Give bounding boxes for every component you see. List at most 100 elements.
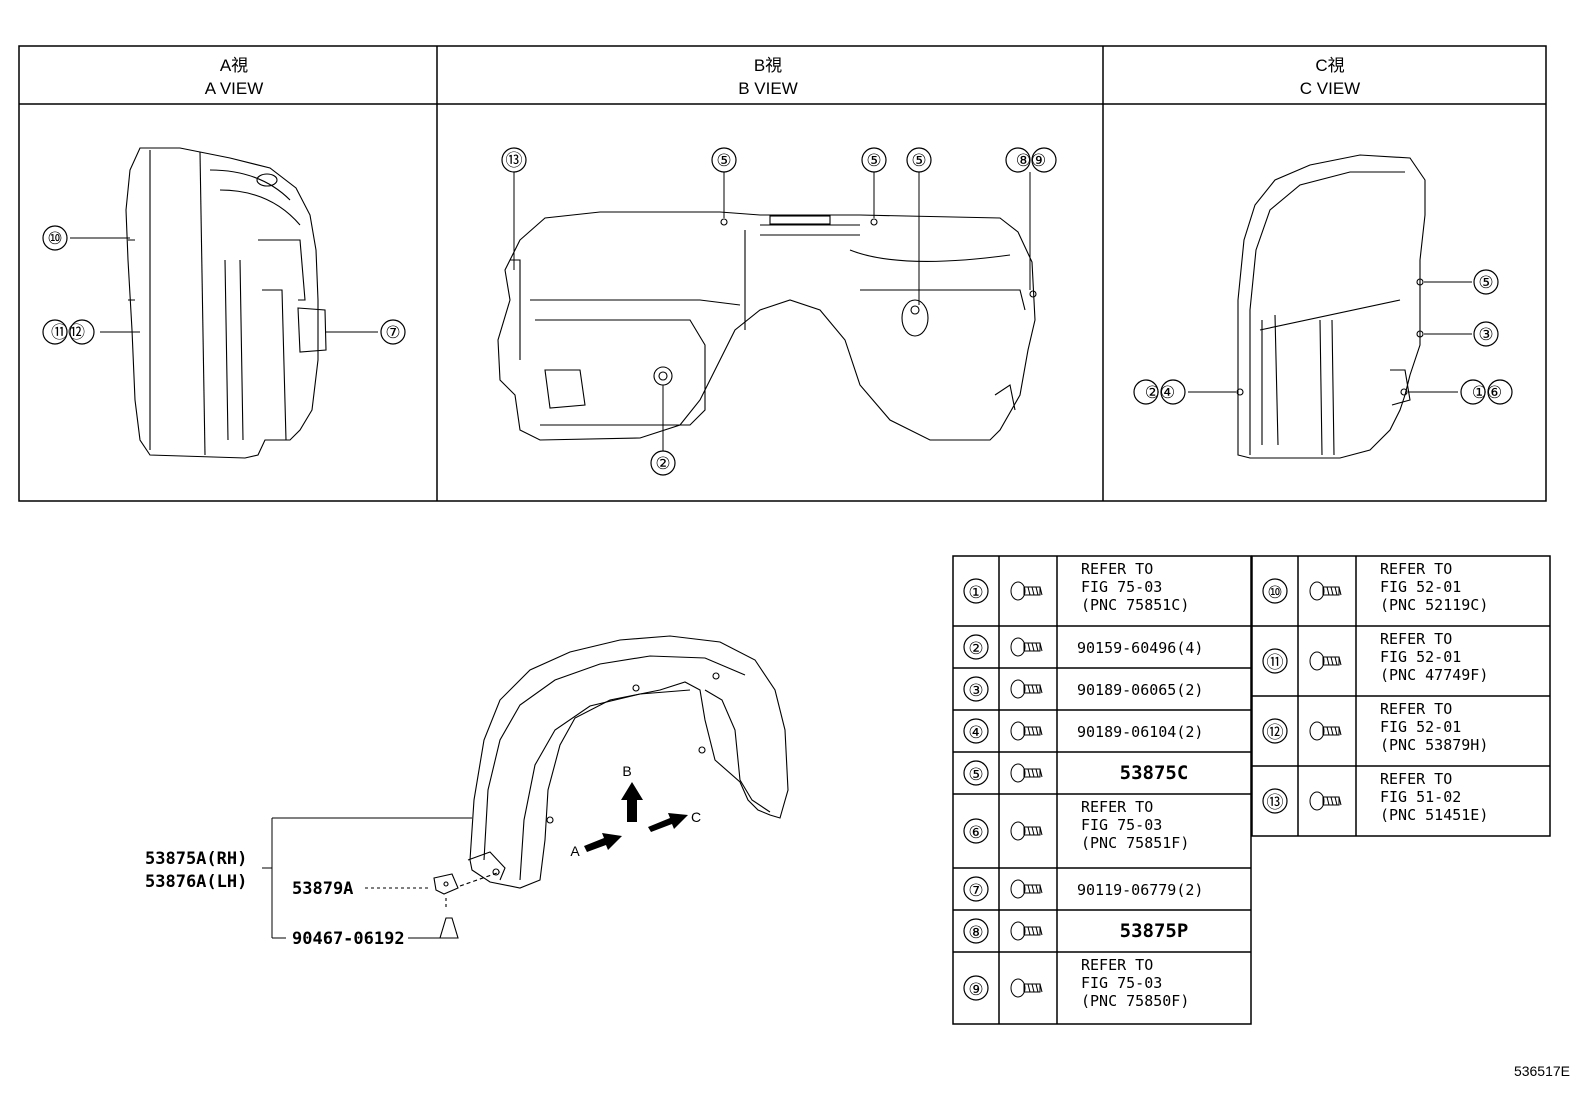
fender-liner-drawing xyxy=(467,635,789,889)
parts-table-reference-line: FIG 52-01 xyxy=(1380,718,1461,736)
parts-table-row-left-4: ⑤ 53875C xyxy=(953,751,1251,786)
parts-table-row-left-6: ⑦ 90119-06779(2) xyxy=(953,867,1251,902)
parts-table-num-circle xyxy=(963,876,989,902)
parts-table-reference-line: (PNC 75851F) xyxy=(1081,834,1189,852)
a-view-title-en: A VIEW xyxy=(205,79,264,98)
parts-table-num-circle xyxy=(963,818,989,844)
callout-13-b: ⑬ xyxy=(506,151,523,171)
parts-table-num-circle xyxy=(963,760,989,786)
c-view-liner-drawing xyxy=(1236,154,1426,459)
fastener-drawing xyxy=(439,917,459,939)
fastener-icon xyxy=(1309,651,1342,671)
parts-table-part-number: 90119-06779(2) xyxy=(1077,881,1203,899)
direction-label-c: C xyxy=(691,809,701,825)
callout-3-c: ③ xyxy=(1478,325,1493,345)
parts-table-num-circle xyxy=(963,676,989,702)
parts-table-row-left-3: ④ 90189-06104(2) xyxy=(953,709,1251,744)
parts-table-reference-line: FIG 75-03 xyxy=(1081,578,1162,596)
part-number-liner-lh: 53876A(LH) xyxy=(145,872,247,892)
parts-table-reference-line: REFER TO xyxy=(1081,798,1153,816)
parts-table-number: ⑩ xyxy=(1267,583,1282,603)
callout-11-12-a: ⑪⑫ xyxy=(51,323,85,343)
parts-table-num-circle xyxy=(1262,648,1288,674)
callout-1-6-c: ①⑥ xyxy=(1472,383,1502,403)
parts-table-reference-line: (PNC 51451E) xyxy=(1380,806,1488,824)
parts-table-reference-line: (PNC 52119C) xyxy=(1380,596,1488,614)
callout-2-b: ② xyxy=(655,454,670,474)
fastener-icon xyxy=(1010,763,1043,783)
part-number-clip: 53879A xyxy=(292,879,353,899)
direction-arrows xyxy=(584,782,688,852)
direction-label-a: A xyxy=(570,843,580,859)
parts-table-reference-line: FIG 52-01 xyxy=(1380,648,1461,666)
parts-table-num-circle xyxy=(1262,718,1288,744)
parts-table-num-circle xyxy=(963,578,989,604)
callout-5-b-2: ⑤ xyxy=(866,151,881,171)
b-view-title-jp: B視 xyxy=(754,56,782,75)
parts-table-row-left-2: ③ 90189-06065(2) xyxy=(953,667,1251,702)
parts-table-row-left-1: ② 90159-60496(4) xyxy=(953,625,1251,660)
parts-table-num-circle xyxy=(963,718,989,744)
fastener-icon xyxy=(1010,821,1043,841)
parts-table-number: ⑦ xyxy=(968,881,983,901)
parts-table-number: ⑤ xyxy=(968,765,983,785)
parts-table-reference-line: REFER TO xyxy=(1081,560,1153,578)
parts-table-num-circle xyxy=(1262,788,1288,814)
fastener-icon xyxy=(1010,679,1043,699)
parts-table-number: ⑪ xyxy=(1267,653,1284,673)
parts-table-reference-line: FIG 52-01 xyxy=(1380,578,1461,596)
parts-table-reference-line: (PNC 75851C) xyxy=(1081,596,1189,614)
parts-table-reference-line: REFER TO xyxy=(1380,700,1452,718)
fastener-icon xyxy=(1309,721,1342,741)
fastener-icon xyxy=(1010,581,1043,601)
parts-table-reference-line: REFER TO xyxy=(1081,956,1153,974)
fastener-icon xyxy=(1309,791,1342,811)
parts-table-number: ③ xyxy=(968,681,983,701)
parts-table-reference-line: FIG 75-03 xyxy=(1081,974,1162,992)
parts-table-number: ② xyxy=(968,639,983,659)
callout-7-a: ⑦ xyxy=(385,323,400,343)
parts-table-number: ⑥ xyxy=(968,823,983,843)
part-number-liner-rh: 53875A(RH) xyxy=(145,849,247,869)
c-view-leaders xyxy=(1188,281,1472,393)
parts-table-num-circle xyxy=(963,975,989,1001)
b-view-leaders xyxy=(513,172,1031,451)
parts-table-part-number: 53875P xyxy=(1120,920,1189,942)
parts-table-number: ⑨ xyxy=(968,980,983,1000)
b-view-callout-circles xyxy=(501,147,1057,476)
c-view-callout-circles xyxy=(1133,269,1513,405)
parts-table-reference-line: (PNC 47749F) xyxy=(1380,666,1488,684)
parts-table-reference-line: (PNC 53879H) xyxy=(1380,736,1488,754)
clip-drawing xyxy=(433,871,501,910)
parts-table-part-number: 90189-06104(2) xyxy=(1077,723,1203,741)
b-view-title-en: B VIEW xyxy=(738,79,798,98)
fastener-icon xyxy=(1010,637,1043,657)
parts-table-part-number: 90189-06065(2) xyxy=(1077,681,1203,699)
a-view-title-jp: A視 xyxy=(220,56,248,75)
fastener-icon xyxy=(1010,721,1043,741)
parts-table-reference-line: FIG 75-03 xyxy=(1081,816,1162,834)
parts-table-num-circle xyxy=(1262,578,1288,604)
document-id: 536517E xyxy=(1513,1063,1570,1079)
parts-table-num-circle xyxy=(963,634,989,660)
fastener-icon xyxy=(1010,921,1043,941)
b-view-liner-drawing xyxy=(497,211,1037,441)
views-frame xyxy=(18,45,1547,502)
parts-table-reference-line: (PNC 75850F) xyxy=(1081,992,1189,1010)
parts-table-number: ④ xyxy=(968,723,983,743)
parts-table-number: ⑫ xyxy=(1267,723,1284,743)
parts-table-part-number: 90159-60496(4) xyxy=(1077,639,1203,657)
parts-table-number: ① xyxy=(968,583,983,603)
fastener-icon xyxy=(1010,879,1043,899)
callout-10-a: ⑩ xyxy=(47,229,62,249)
parts-table-part-number: 53875C xyxy=(1120,762,1189,784)
